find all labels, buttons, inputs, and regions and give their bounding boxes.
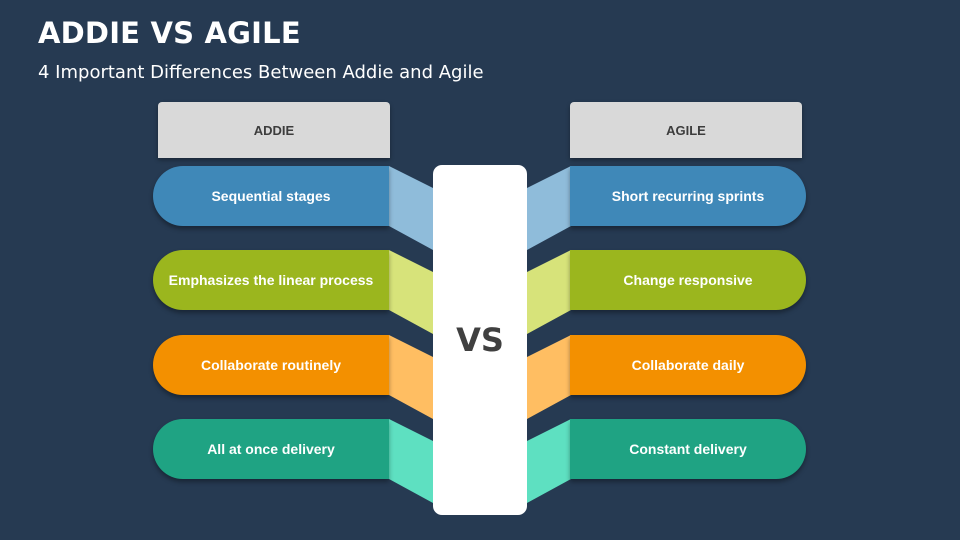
agile-row-2: Change responsive — [570, 250, 806, 310]
addie-row-4: All at once delivery — [153, 419, 389, 479]
agile-row-1: Short recurring sprints — [570, 166, 806, 226]
right-connector-2 — [527, 250, 571, 334]
addie-header: ADDIE — [158, 102, 390, 158]
addie-row-2: Emphasizes the linear process — [153, 250, 389, 310]
slide-title: ADDIE VS AGILE — [38, 16, 301, 50]
left-connector-3 — [389, 335, 433, 419]
right-connector-3 — [527, 335, 571, 419]
left-connector-2 — [389, 250, 433, 334]
left-connector-1 — [389, 166, 433, 250]
left-connector-4 — [389, 419, 433, 503]
addie-row-1: Sequential stages — [153, 166, 389, 226]
agile-header: AGILE — [570, 102, 802, 158]
right-connector-1 — [527, 166, 571, 250]
slide-subtitle: 4 Important Differences Between Addie an… — [38, 62, 484, 83]
agile-row-4: Constant delivery — [570, 419, 806, 479]
right-connector-4 — [527, 419, 571, 503]
vs-box: VS — [433, 165, 527, 515]
agile-row-3: Collaborate daily — [570, 335, 806, 395]
addie-row-3: Collaborate routinely — [153, 335, 389, 395]
